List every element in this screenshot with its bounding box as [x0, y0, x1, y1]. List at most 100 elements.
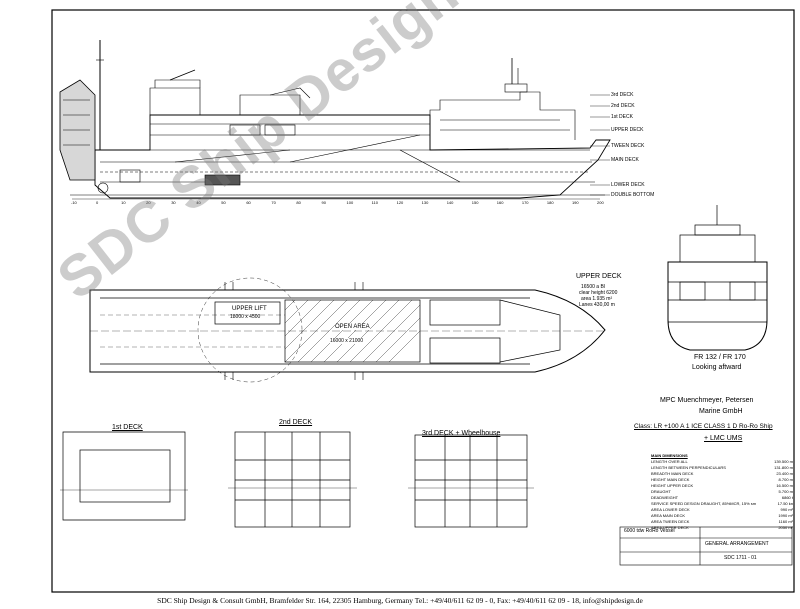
title-block: [619, 526, 793, 566]
main-dimension-value: 2050 m²: [778, 525, 793, 530]
main-dimension-value: 1990 m²: [778, 513, 793, 518]
section-caption-frames: FR 132 / FR 170: [694, 354, 746, 361]
main-dimension-row: AREA LOWER DECK 990 m²: [651, 507, 793, 513]
main-dimension-row: HEIGHT UPPER DECK 16.500 m: [651, 483, 793, 489]
owner-name: MPC Muenchmeyer, Petersen: [660, 397, 754, 404]
deck-label-upper: UPPER DECK: [611, 127, 644, 133]
frame-scale-number: 60: [246, 200, 251, 205]
class-notation-extra: + LMC UMS: [704, 435, 743, 442]
deck-label-double-bottom: DOUBLE BOTTOM: [611, 192, 655, 198]
frame-scale-number: 80: [296, 200, 301, 205]
main-dimension-label: BREADTH MAIN DECK: [651, 471, 694, 476]
main-dimension-value: 131.800 m: [774, 465, 793, 470]
main-dimension-row: DRAUGHT 5.700 m: [651, 489, 793, 495]
main-dimension-value: 23.400 m: [776, 471, 793, 476]
second-deck-title: 2nd DECK: [279, 419, 313, 426]
third-deck-plan: [408, 434, 534, 528]
upper-deck-plan: [89, 277, 606, 383]
second-deck-plan: [228, 431, 357, 528]
cross-section: [667, 205, 768, 351]
frame-scale-number: 190: [571, 200, 579, 205]
first-deck-title: 1st DECK: [112, 424, 143, 431]
main-dimension-label: AREA LOWER DECK: [651, 507, 690, 512]
main-dimension-row: LENGTH OVER ALL 139.500 m: [651, 459, 793, 465]
owner-company: Marine GmbH: [699, 408, 743, 415]
title-block-number: SDC 1711 - 01: [724, 555, 757, 561]
frame-scale-number: 50: [221, 200, 226, 205]
main-dimension-label: AREA MAIN DECK: [651, 513, 686, 518]
main-dimension-row: AREA MAIN DECK 1990 m²: [651, 513, 793, 519]
upper-deck-title: UPPER DECK: [576, 273, 622, 280]
main-dimensions-title: MAIN DIMENSIONS: [651, 453, 688, 458]
upper-lift-title: UPPER LIFT: [232, 306, 267, 312]
main-dimension-label: AREA UPPER DECK: [651, 525, 689, 530]
open-area-dims: 16000 x 21000: [330, 338, 364, 344]
main-dimension-row: AREA TWEEN DECK 1160 m²: [651, 519, 793, 525]
main-dimension-value: 16.500 m: [776, 483, 793, 488]
deck-label-lower: LOWER DECK: [611, 182, 645, 188]
main-dimension-value: 5.700 m: [778, 489, 793, 494]
main-dimension-row: DEADWEIGHT 6860 t: [651, 495, 793, 501]
footer-address: SDC Ship Design & Consult GmbH, Bramfeld…: [157, 596, 643, 605]
main-dimension-label: SERVICE SPEED DESIGN DRAUGHT, 85%MCR, 15…: [651, 501, 757, 506]
frame-scale-number: -10: [71, 200, 77, 205]
frame-scale-number: 130: [421, 200, 429, 205]
main-dimension-value: 1160 m²: [778, 519, 793, 524]
main-dimension-row: AREA UPPER DECK 2050 m²: [651, 525, 793, 531]
deck-label-3rd: 3rd DECK: [611, 92, 634, 98]
deck-label-main: MAIN DECK: [611, 157, 639, 163]
main-dimension-value: 139.500 m: [774, 459, 793, 464]
deck-label-2nd: 2nd DECK: [611, 103, 635, 109]
frame-scale-number: 70: [271, 200, 276, 205]
frame-scale-number: 30: [171, 200, 176, 205]
main-dimension-label: DRAUGHT: [651, 489, 671, 494]
title-block-project: 6000 tdw RoRo Vessel: [624, 528, 675, 534]
frame-scale-number: 90: [321, 200, 326, 205]
main-dimension-value: 17.50 kn: [777, 501, 793, 506]
deck-label-1st: 1st DECK: [611, 114, 633, 120]
main-dimension-row: HEIGHT MAIN DECK 8.700 m: [651, 477, 793, 483]
third-deck-title: 3rd DECK + Wheelhouse: [422, 430, 501, 437]
upper-lift-dims: 18000 x 4500: [230, 314, 261, 320]
ship-profile: [59, 40, 611, 199]
frame-scale-number: 200: [597, 200, 604, 205]
main-dimension-value: 990 m²: [780, 507, 793, 512]
frame-scale-number: 140: [446, 200, 454, 205]
main-dimension-label: LENGTH OVER ALL: [651, 459, 688, 464]
first-deck-plan: [60, 431, 188, 521]
main-dimension-label: LENGTH BETWEEN PERPENDICULARS: [651, 465, 726, 470]
frame-scale-number: 100: [346, 200, 354, 205]
main-dimension-row: BREADTH MAIN DECK 23.400 m: [651, 471, 793, 477]
main-dimension-label: AREA TWEEN DECK: [651, 519, 690, 524]
frame-scale-number: 180: [546, 200, 554, 205]
frame-scale-number: 110: [371, 200, 378, 205]
frame-scale-number: 0: [96, 200, 99, 205]
frame-scale-number: 170: [521, 200, 529, 205]
section-caption-looking: Looking aftward: [692, 364, 742, 371]
frame-scale-number: 120: [396, 200, 404, 205]
upper-deck-info-4: Lanes 430,00 m: [579, 302, 615, 308]
frame-scale-number: 20: [146, 200, 151, 205]
frame-scale-number: 150: [471, 200, 479, 205]
main-dimension-label: HEIGHT UPPER DECK: [651, 483, 694, 488]
main-dimension-label: HEIGHT MAIN DECK: [651, 477, 690, 482]
main-dimensions-table: MAIN DIMENSIONS LENGTH OVER ALL 139.500 m…: [651, 453, 793, 531]
upper-deck-info-1: 16500 a Bl: [581, 284, 605, 290]
main-dimension-label: DEADWEIGHT: [651, 495, 679, 500]
open-area-title: OPEN AREA: [335, 324, 370, 330]
deck-label-tween: TWEEN DECK: [611, 143, 645, 149]
upper-deck-info-3: area 1.935 m²: [581, 296, 613, 302]
frame-scale-number: 10: [121, 200, 126, 205]
drawing-frame: [51, 9, 795, 593]
title-block-drawing: GENERAL ARRANGEMENT: [705, 541, 769, 547]
main-dimension-value: 8.700 m: [778, 477, 793, 482]
class-notation: Class: LR +100 A 1 ICE CLASS 1 D Ro-Ro S…: [634, 423, 773, 430]
main-dimension-row: LENGTH BETWEEN PERPENDICULARS 131.800 m: [651, 465, 793, 471]
main-dimension-value: 6860 t: [781, 495, 793, 500]
main-dimension-row: SERVICE SPEED DESIGN DRAUGHT, 85%MCR, 15…: [651, 501, 793, 507]
frame-scale-number: 160: [496, 200, 504, 205]
frame-scale-number: 40: [196, 200, 201, 205]
upper-deck-info-2: clear height 6200: [579, 290, 618, 296]
